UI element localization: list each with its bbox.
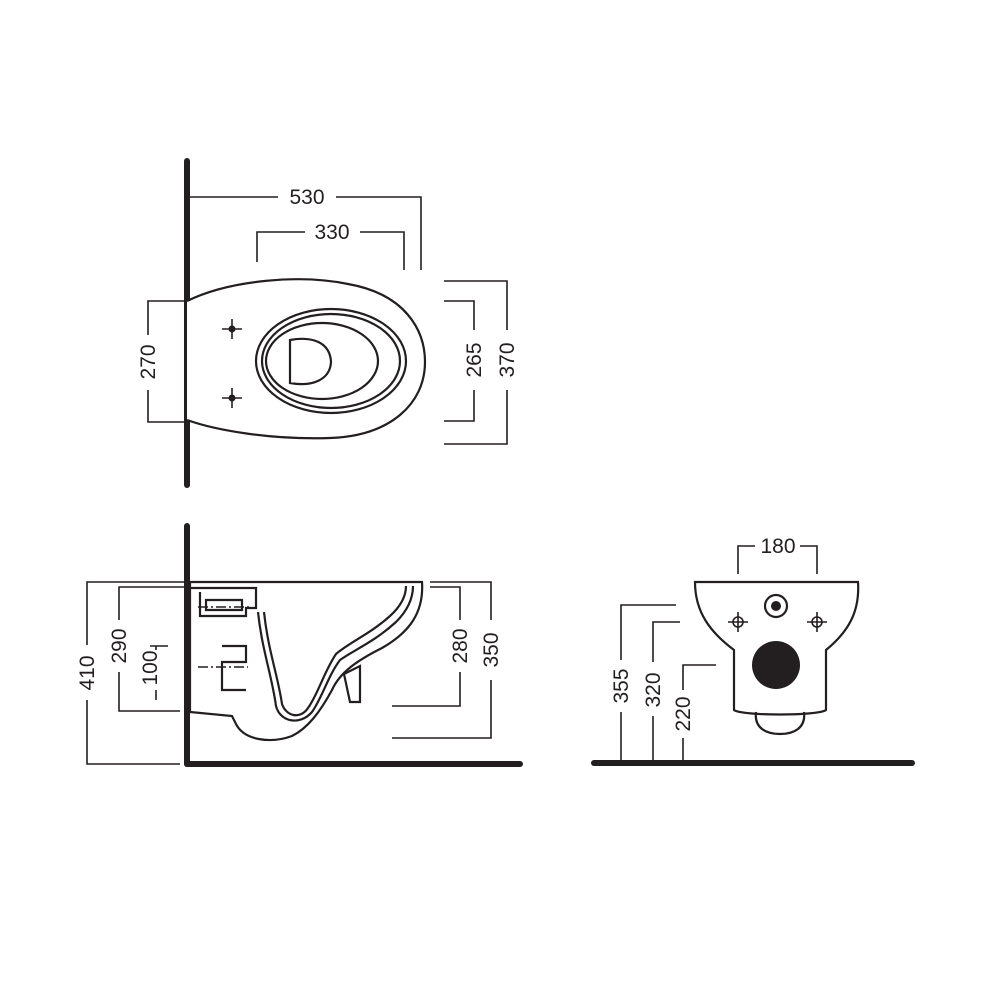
dimension-530: 530 — [190, 186, 422, 270]
dimension-370-label: 370 — [496, 342, 519, 377]
dimension-350-label: 350 — [480, 632, 503, 667]
side-view-trap-inner — [256, 585, 415, 722]
dimension-370: 370 — [444, 280, 519, 445]
dimension-290: 290 — [108, 586, 187, 712]
dimension-100-label: 100 — [139, 650, 162, 685]
front-view: 180 355 320 220 — [591, 535, 915, 766]
top-view-rim-inner — [260, 312, 402, 410]
dimension-265: 265 — [444, 300, 486, 422]
dimension-410-label: 410 — [76, 655, 99, 690]
top-view-bowl-inner — [264, 321, 380, 401]
dimension-530-label: 530 — [289, 186, 324, 209]
top-view-waterway — [288, 337, 333, 386]
front-view-fixing-hole-right — [807, 612, 827, 632]
top-view-rim-outer — [254, 307, 408, 415]
dimension-180: 180 — [737, 535, 818, 574]
side-view-inlet-fitting — [190, 586, 258, 618]
dimension-410: 410 — [76, 581, 187, 765]
dimension-355-label: 355 — [610, 668, 633, 703]
side-view-bowl-body — [188, 580, 424, 742]
top-view-fixing-hole-upper — [222, 319, 242, 339]
dimension-355: 355 — [610, 604, 676, 760]
dimension-290-label: 290 — [108, 628, 131, 663]
front-view-trap — [754, 711, 806, 736]
dimension-180-label: 180 — [760, 535, 795, 558]
side-view-trap-inner-2 — [262, 585, 408, 717]
top-view: 530 330 270 265 370 — [137, 158, 519, 488]
top-view-bowl-outline — [186, 278, 427, 440]
dimension-265-label: 265 — [463, 342, 486, 377]
dimension-280-label: 280 — [449, 628, 472, 663]
side-view-rim-detail — [342, 664, 362, 704]
dimension-280: 280 — [392, 586, 472, 707]
dimension-330: 330 — [256, 221, 405, 270]
front-view-fixing-hole-left — [728, 612, 748, 632]
dimension-330-label: 330 — [314, 221, 349, 244]
dimension-320: 320 — [642, 621, 680, 760]
dimension-220-label: 220 — [672, 696, 695, 731]
dimension-270-label: 270 — [137, 344, 160, 379]
dimension-270: 270 — [137, 300, 187, 423]
front-view-outlet — [752, 641, 800, 689]
dimension-100: 100 — [139, 645, 168, 700]
top-view-fixing-hole-lower — [222, 388, 242, 408]
dimension-350: 350 — [392, 581, 503, 739]
front-view-inlet — [763, 593, 789, 619]
dimension-320-label: 320 — [642, 672, 665, 707]
dimension-220: 220 — [672, 664, 716, 760]
side-view: 410 290 100 280 350 — [76, 523, 523, 767]
side-view-outlet-fitting — [220, 644, 248, 692]
